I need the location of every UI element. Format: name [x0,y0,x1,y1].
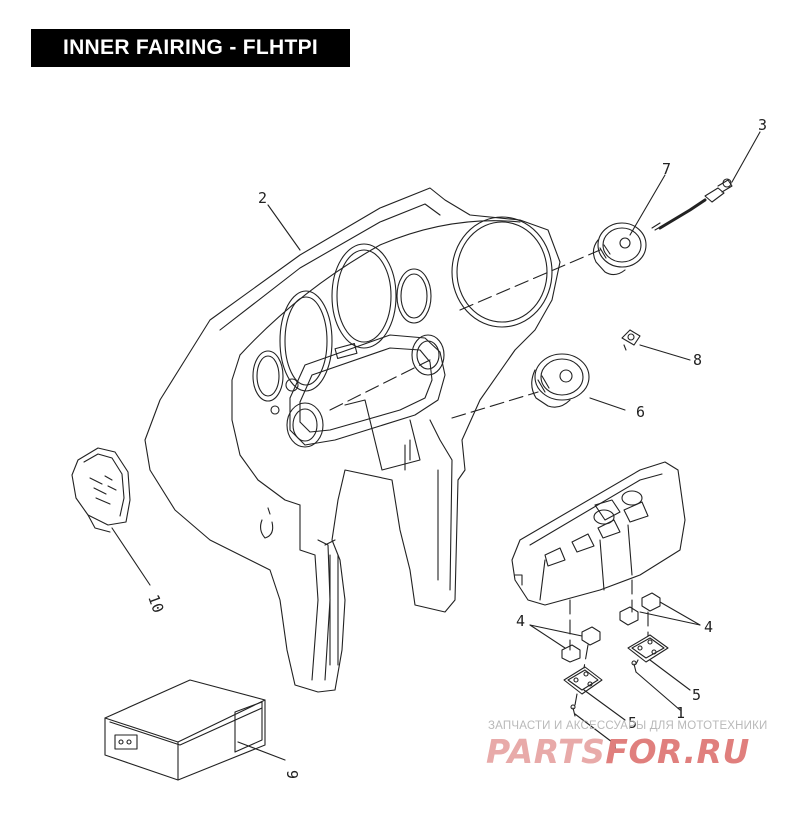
connector-part [621,329,641,351]
callout-6-speaker: 6 [636,403,645,421]
callout-1-left: 1 [610,738,619,756]
callout-9-box: 9 [283,770,301,779]
callout-5-left: 5 [628,714,637,732]
callout-10-cover: 10 [144,592,167,615]
lower-speaker-part [531,353,590,408]
callout-3-cable: 3 [758,116,767,134]
callout-4-left: 4 [516,612,525,630]
inner-fairing-part [144,187,561,693]
clip-parts [561,592,661,663]
leader-lines [111,131,761,761]
mounting-plate-parts [563,634,669,695]
lower-bracket-part [511,461,686,606]
speaker-cable-part [658,178,733,230]
callout-5-right: 5 [692,686,701,704]
speaker-cover-part [71,447,131,533]
watermark-logo-for: FOR.RU [605,732,750,771]
watermark-logo: PARTSFOR.RU [486,732,796,771]
radio-box-part [104,679,266,781]
watermark-tagline: ЗАПЧАСТИ И АКСЕССУАРЫ ДЛЯ МОТОТЕХНИКИ [488,720,768,732]
diagram-title: INNER FAIRING - FLHTPI [31,29,350,67]
upper-speaker-part [592,222,663,276]
callout-7-speaker: 7 [662,160,671,178]
alignment-dash-lines [329,249,649,706]
callout-1-right: 1 [676,704,685,722]
watermark-logo-parts: PARTS [486,732,606,771]
callout-4-right: 4 [704,618,713,636]
callout-2-fairing: 2 [258,189,267,207]
callout-8-connector: 8 [693,351,702,369]
